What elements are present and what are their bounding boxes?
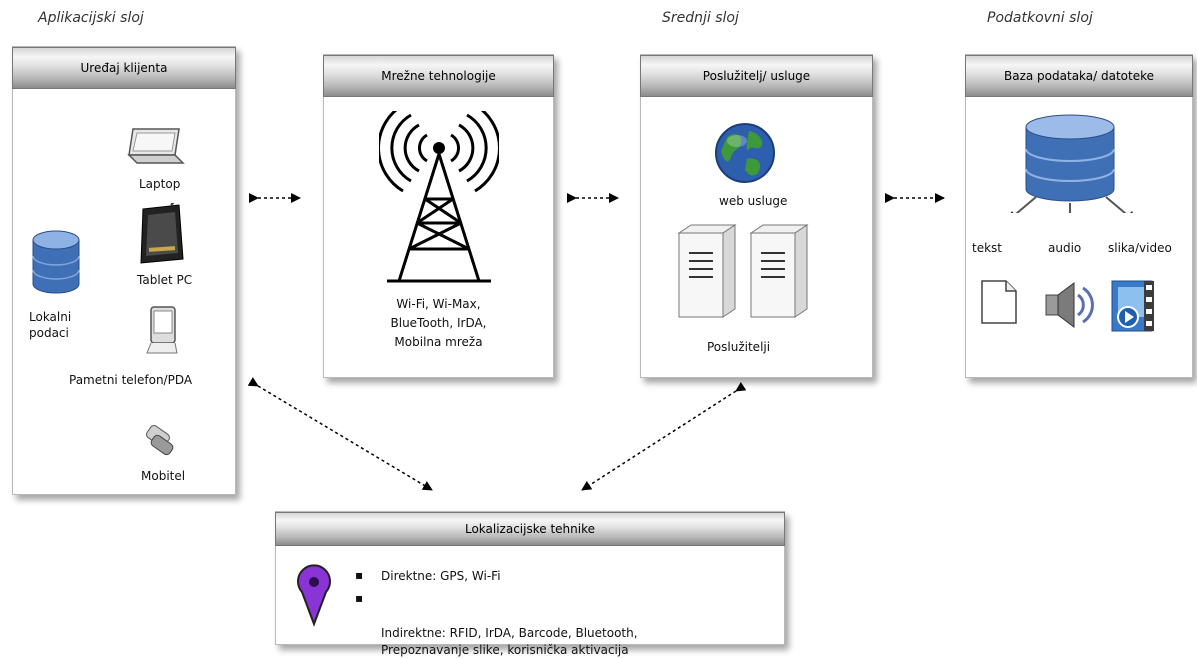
laptop-icon xyxy=(127,128,185,164)
layer-title-middle: Srednji sloj xyxy=(662,10,739,26)
arrow-client-localization xyxy=(247,377,433,491)
network-tech-list: Wi-Fi, Wi-Max, BlueTooth, IrDA, Mobilna … xyxy=(390,297,487,349)
server-title: Poslužitelj/ usluge xyxy=(640,55,873,97)
localization-title: Lokalizacijske tehnike xyxy=(275,512,785,546)
servers-icon xyxy=(677,224,809,318)
arrow-server-localization xyxy=(581,381,747,491)
mobile-phone-icon xyxy=(146,425,174,456)
server-services-box: Poslužitelj/ usluge web usluge Poslužite… xyxy=(640,54,873,378)
database-title: Baza podataka/ datoteke xyxy=(965,55,1193,97)
speaker-icon xyxy=(1045,282,1094,328)
database-icon xyxy=(1010,114,1133,213)
local-data-label: Lokalni podaci xyxy=(29,310,72,340)
image-video-label: slika/video xyxy=(1108,241,1172,255)
tablet-label: Tablet PC xyxy=(137,273,193,287)
smartphone-label: Pametni telefon/PDA xyxy=(69,373,193,387)
smartphone-icon xyxy=(146,306,178,354)
video-icon xyxy=(1111,280,1154,332)
client-device-title: Uređaj klijenta xyxy=(12,47,236,89)
web-services-label: web usluge xyxy=(719,194,788,208)
database-files-box: Baza podataka/ datoteke tekst audio slik… xyxy=(965,54,1193,378)
layer-title-data: Podatkovni sloj xyxy=(987,10,1093,26)
servers-label: Poslužitelji xyxy=(707,340,771,354)
document-icon xyxy=(981,280,1017,324)
location-pin-icon xyxy=(297,564,331,627)
network-title: Mrežne tehnologije xyxy=(323,55,554,97)
tablet-icon xyxy=(140,203,184,264)
text-label: tekst xyxy=(972,241,1002,255)
layer-title-application: Aplikacijski sloj xyxy=(38,10,144,26)
network-technologies-box: Mrežne tehnologije Wi-Fi, Wi-Max, BlueTo… xyxy=(323,54,554,378)
localization-box: Lokalizacijske tehnike ▪ Direktne: GPS, … xyxy=(275,511,785,657)
bullet-direct: ▪ Direktne: GPS, Wi-Fi xyxy=(355,568,501,583)
mobile-label: Mobitel xyxy=(141,469,186,483)
audio-label: audio xyxy=(1048,241,1082,255)
client-device-box: Uređaj klijenta Laptop Tablet PC Lokalni… xyxy=(12,46,236,495)
antenna-tower-icon xyxy=(379,111,499,283)
globe-icon xyxy=(715,123,775,183)
laptop-label: Laptop xyxy=(139,177,181,191)
local-database-icon xyxy=(32,230,80,294)
bullet-direct-text: Direktne: GPS, Wi-Fi xyxy=(381,569,501,583)
